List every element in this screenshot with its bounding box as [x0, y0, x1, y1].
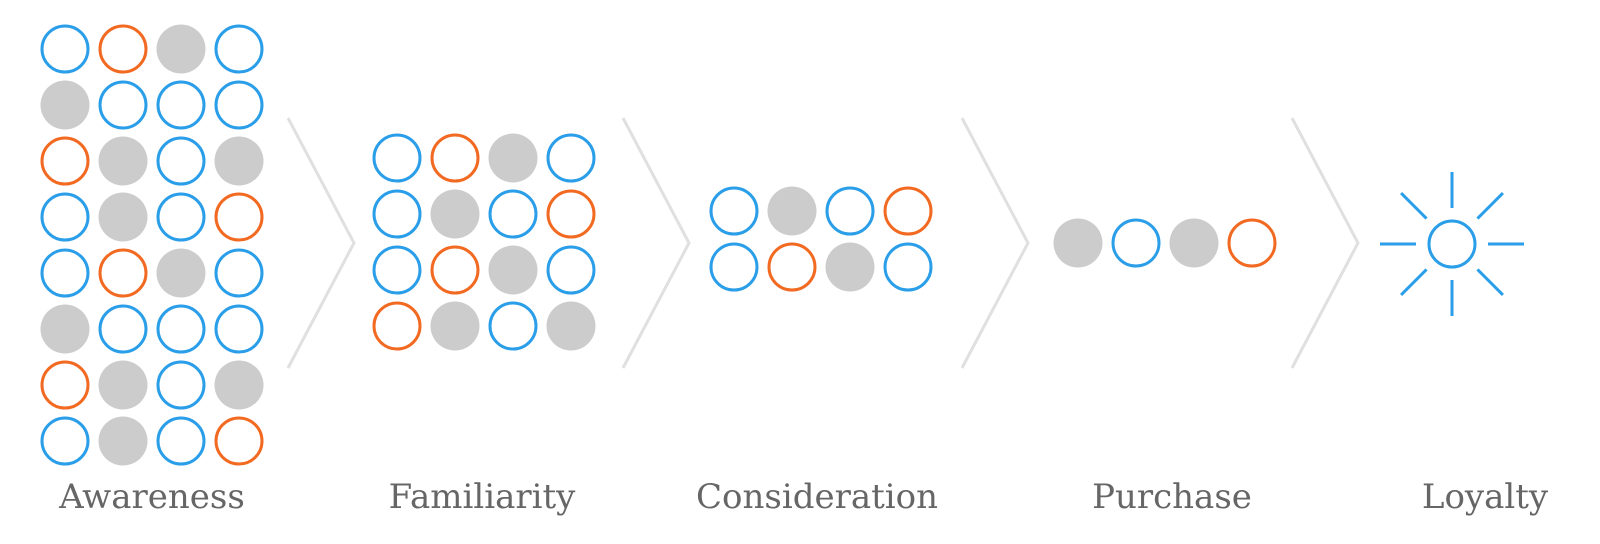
- orange-ring: [767, 242, 817, 292]
- sun-ray: [1400, 268, 1428, 296]
- orange-ring: [546, 189, 596, 239]
- orange-ring: [883, 186, 933, 236]
- orange-ring: [40, 136, 90, 186]
- orange-ring: [214, 192, 264, 242]
- chevron-arrow-icon: [621, 117, 691, 369]
- blue-ring: [98, 80, 148, 130]
- gray-dot: [98, 192, 148, 242]
- orange-ring: [98, 24, 148, 74]
- gray-dot: [98, 416, 148, 466]
- gray-dot: [156, 248, 206, 298]
- chevron-arrow-icon: [286, 117, 356, 369]
- blue-ring: [156, 304, 206, 354]
- blue-ring: [156, 360, 206, 410]
- blue-ring: [156, 80, 206, 130]
- label-loyalty: Loyalty: [1422, 477, 1549, 517]
- blue-ring: [214, 80, 264, 130]
- dots-layer: [40, 24, 1277, 466]
- gray-dot: [1169, 218, 1219, 268]
- chevron-arrow-icon: [1290, 117, 1360, 369]
- label-awareness: Awareness: [58, 477, 245, 517]
- blue-ring: [40, 192, 90, 242]
- sun-ray: [1476, 268, 1504, 296]
- sun-ray: [1476, 192, 1504, 220]
- orange-ring: [372, 301, 422, 351]
- blue-ring: [214, 24, 264, 74]
- orange-ring: [430, 133, 480, 183]
- sun-icon: [1380, 172, 1524, 316]
- gray-dot: [488, 245, 538, 295]
- gray-dot: [767, 186, 817, 236]
- gray-dot: [98, 136, 148, 186]
- blue-ring: [546, 133, 596, 183]
- gray-dot: [430, 301, 480, 351]
- blue-ring: [709, 242, 759, 292]
- gray-dot: [40, 80, 90, 130]
- blue-ring: [1111, 218, 1161, 268]
- blue-ring: [488, 301, 538, 351]
- dots-familiarity: [372, 133, 596, 351]
- orange-ring: [214, 416, 264, 466]
- orange-ring: [1227, 218, 1277, 268]
- gray-dot: [40, 304, 90, 354]
- blue-ring: [40, 24, 90, 74]
- blue-ring: [156, 192, 206, 242]
- dots-awareness: [40, 24, 264, 466]
- blue-ring: [825, 186, 875, 236]
- blue-ring: [40, 416, 90, 466]
- blue-ring: [546, 245, 596, 295]
- dots-consideration: [709, 186, 933, 292]
- gray-dot: [214, 360, 264, 410]
- orange-ring: [40, 360, 90, 410]
- gray-dot: [546, 301, 596, 351]
- blue-ring: [372, 189, 422, 239]
- loyalty-icon-layer: [1380, 172, 1524, 316]
- dots-purchase: [1053, 218, 1277, 268]
- gray-dot: [1053, 218, 1103, 268]
- blue-ring: [372, 245, 422, 295]
- blue-ring: [488, 189, 538, 239]
- gray-dot: [430, 189, 480, 239]
- label-consideration: Consideration: [696, 477, 938, 517]
- gray-dot: [488, 133, 538, 183]
- blue-ring: [98, 304, 148, 354]
- sun-ray: [1400, 192, 1428, 220]
- chevron-arrow-icon: [960, 117, 1030, 369]
- blue-ring: [883, 242, 933, 292]
- blue-ring: [709, 186, 759, 236]
- blue-ring: [214, 248, 264, 298]
- gray-dot: [98, 360, 148, 410]
- sun-core: [1427, 219, 1477, 269]
- orange-ring: [98, 248, 148, 298]
- gray-dot: [825, 242, 875, 292]
- blue-ring: [156, 416, 206, 466]
- label-familiarity: Familiarity: [389, 477, 576, 517]
- label-purchase: Purchase: [1092, 477, 1252, 517]
- blue-ring: [156, 136, 206, 186]
- orange-ring: [430, 245, 480, 295]
- blue-ring: [40, 248, 90, 298]
- chevrons-layer: [286, 117, 1360, 369]
- gray-dot: [214, 136, 264, 186]
- blue-ring: [372, 133, 422, 183]
- gray-dot: [156, 24, 206, 74]
- blue-ring: [214, 304, 264, 354]
